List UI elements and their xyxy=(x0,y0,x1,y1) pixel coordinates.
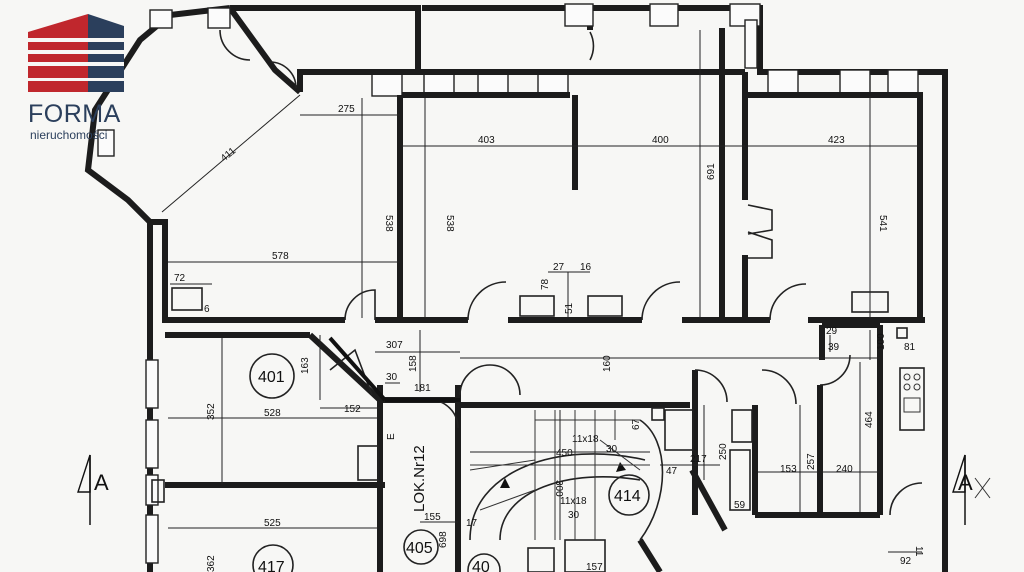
section-mark-left: A xyxy=(94,470,109,495)
dim-160: 160 xyxy=(602,355,613,372)
dim-153: 153 xyxy=(780,464,797,475)
room-401: 401 xyxy=(258,369,285,386)
dim-307: 307 xyxy=(386,340,403,351)
fixtures xyxy=(151,287,925,572)
dim-217: 217 xyxy=(690,454,707,465)
dim-30-b: 30 xyxy=(606,444,618,455)
dim-158: 158 xyxy=(408,355,419,372)
dim-30-c: 30 xyxy=(568,510,580,521)
dim-30-a: 30 xyxy=(386,372,398,383)
dim-257: 257 xyxy=(806,453,817,470)
dim-691: 691 xyxy=(706,163,717,180)
dim-698: 698 xyxy=(438,531,449,548)
room-40: 40 xyxy=(472,559,490,572)
dim-352: 352 xyxy=(206,403,217,420)
interior-walls xyxy=(150,28,925,572)
dim-152: 152 xyxy=(344,404,361,415)
dim-47: 47 xyxy=(666,466,678,477)
dim-16: 16 xyxy=(580,262,592,273)
room-circles xyxy=(249,353,650,572)
dim-78: 78 xyxy=(540,278,551,290)
dim-100: 100 xyxy=(876,333,887,350)
dim-275: 275 xyxy=(338,104,355,115)
dim-181: 181 xyxy=(414,383,431,394)
dimension-lines xyxy=(161,30,922,553)
dim-538-b: 538 xyxy=(444,215,455,232)
dim-39: 39 xyxy=(828,342,840,353)
dim-538-a: 538 xyxy=(383,215,394,232)
dim-27: 27 xyxy=(553,262,565,273)
dim-11: 11 xyxy=(913,546,924,557)
brand-tagline: nieruchomości xyxy=(30,128,108,142)
room-labels: 401 417 405 414 40 xyxy=(258,369,641,572)
dim-362: 362 xyxy=(206,555,217,572)
dim-E: E xyxy=(386,433,397,440)
room-405: 405 xyxy=(406,540,433,557)
windows xyxy=(97,3,919,564)
unit-label: LOK.Nr12 xyxy=(411,445,428,512)
dim-6: 6 xyxy=(204,304,210,315)
dim-400: 400 xyxy=(652,135,669,146)
dim-67: 67 xyxy=(631,418,642,430)
dim-155: 155 xyxy=(424,512,441,523)
dim-541: 541 xyxy=(877,215,888,232)
dim-72: 72 xyxy=(174,273,186,284)
dim-240: 240 xyxy=(836,464,853,475)
brand-name: FORMA xyxy=(28,100,121,128)
dim-11x18-a: 11x18 xyxy=(572,434,599,445)
dim-464: 464 xyxy=(864,411,875,428)
dim-528: 528 xyxy=(264,408,281,419)
dimension-labels: 275 411 578 72 6 538 538 403 400 691 423… xyxy=(174,104,924,572)
dim-81: 81 xyxy=(904,342,916,353)
dim-157: 157 xyxy=(586,562,603,572)
dim-163: 163 xyxy=(300,357,311,374)
room-417: 417 xyxy=(258,559,285,572)
section-mark-right: A xyxy=(958,470,973,495)
dim-300: 300 xyxy=(553,480,564,497)
dim-403: 403 xyxy=(478,135,495,146)
forma-logo xyxy=(28,14,124,92)
dim-423: 423 xyxy=(828,135,845,146)
dim-11x18-b: 11x18 xyxy=(560,496,587,507)
dim-59: 59 xyxy=(734,500,746,511)
dim-450: 450 xyxy=(556,448,573,459)
dim-51: 51 xyxy=(564,302,575,314)
dim-525: 525 xyxy=(264,518,281,529)
dim-250: 250 xyxy=(718,443,729,460)
doors xyxy=(219,29,923,516)
dim-29: 29 xyxy=(826,326,838,337)
dim-92: 92 xyxy=(900,556,912,567)
dim-17: 17 xyxy=(466,518,478,529)
dim-578: 578 xyxy=(272,251,289,262)
room-414: 414 xyxy=(614,488,641,505)
section-markers xyxy=(77,454,991,525)
